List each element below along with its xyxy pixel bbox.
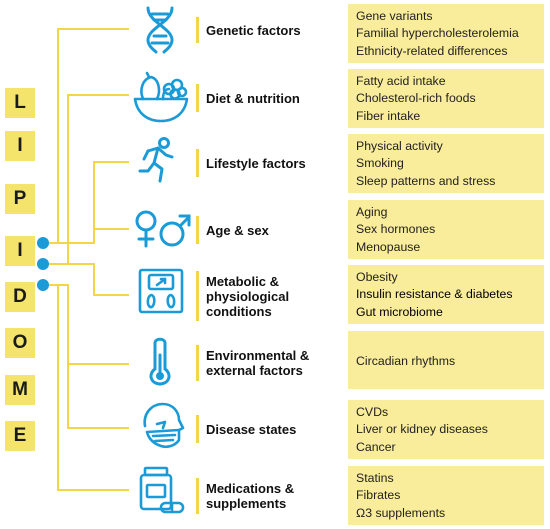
detail-box-disease: CVDs Liver or kidney diseases Cancer	[348, 400, 544, 459]
list-item: Ethnicity-related differences	[356, 43, 508, 58]
letter-box: P	[5, 184, 35, 214]
masked-head-icon	[139, 400, 187, 450]
list-item: Gene variants	[356, 8, 433, 23]
detail-box-medications: Statins Fibrates Ω3 supplements	[348, 466, 544, 525]
connector-dot	[37, 279, 49, 291]
category-label-age-sex: Age & sex	[206, 222, 269, 238]
detail-box-metabolic: Obesity Insulin resistance & diabetes Gu…	[348, 265, 544, 324]
letter-box: L	[5, 88, 35, 118]
list-item: Insulin resistance & diabetes	[356, 287, 513, 301]
category-bar	[196, 345, 199, 381]
detail-box-diet: Fatty acid intake Cholesterol-rich foods…	[348, 69, 544, 128]
thermometer-icon	[146, 335, 174, 387]
list-item: Cholesterol-rich foods	[356, 91, 476, 105]
list-item: Circadian rhythms	[356, 354, 456, 368]
category-label-disease: Disease states	[206, 421, 297, 437]
list-item: Ω3 supplements	[356, 505, 446, 520]
category-bar	[196, 415, 199, 443]
pill-bottle-icon	[137, 465, 187, 515]
list-item: Cancer	[356, 439, 396, 454]
list-item: Fatty acid intake	[356, 73, 446, 88]
list-item: Liver or kidney diseases	[356, 422, 488, 436]
list-item: Obesity	[356, 269, 398, 284]
category-label-metabolic: Metabolic & physiological conditions	[206, 273, 290, 319]
fruit-bowl-icon	[133, 71, 189, 123]
gender-symbols-icon	[133, 208, 193, 250]
category-bar	[196, 17, 199, 43]
list-item: Physical activity	[356, 138, 443, 153]
category-bar	[196, 84, 199, 112]
connector-medications	[57, 285, 129, 491]
list-item: Sex hormones	[356, 222, 436, 236]
category-label-environmental: Environmental & external factors	[206, 348, 310, 378]
letter-box: D	[5, 282, 35, 312]
category-bar	[196, 149, 199, 177]
category-bar	[196, 271, 199, 321]
list-item: Menopause	[356, 239, 421, 254]
category-label-medications: Medications & supplements	[206, 481, 295, 511]
connector-age-sex	[58, 228, 129, 244]
connector-environmental	[49, 284, 129, 365]
list-item: Smoking	[356, 156, 404, 170]
connector-lifestyle	[93, 161, 129, 229]
list-item: Familial hypercholesterolemia	[356, 26, 519, 40]
letter-box: O	[5, 328, 35, 358]
list-item: Aging	[356, 204, 388, 219]
connector-dot	[37, 237, 49, 249]
connector-diet	[49, 94, 129, 265]
letter-box: I	[5, 131, 35, 161]
letter-box: M	[5, 375, 35, 405]
category-label-lifestyle: Lifestyle factors	[206, 155, 306, 171]
letter-box: E	[5, 421, 35, 451]
category-bar	[196, 478, 199, 514]
list-item: Fiber intake	[356, 108, 421, 123]
category-label-diet: Diet & nutrition	[206, 90, 300, 106]
connector-metabolic	[68, 263, 129, 296]
running-person-icon	[136, 137, 180, 183]
list-item: Statins	[356, 470, 394, 485]
list-item: Fibrates	[356, 488, 401, 502]
letter-box: I	[5, 236, 35, 266]
detail-box-genetic: Gene variants Familial hypercholesterole…	[348, 4, 544, 63]
list-item: Gut microbiome	[356, 304, 443, 319]
detail-box-age-sex: Aging Sex hormones Menopause	[348, 200, 544, 259]
connector-disease	[67, 364, 129, 429]
connector-genetic	[49, 28, 129, 244]
category-bar	[196, 216, 199, 244]
list-item: CVDs	[356, 404, 389, 419]
dna-icon	[140, 6, 180, 54]
list-item: Sleep patterns and stress	[356, 173, 496, 188]
weighing-scale-icon	[137, 267, 185, 315]
detail-box-lifestyle: Physical activity Smoking Sleep patterns…	[348, 134, 544, 193]
category-label-genetic: Genetic factors	[206, 22, 301, 38]
detail-box-environmental: Circadian rhythms	[348, 331, 544, 389]
connector-dot	[37, 258, 49, 270]
